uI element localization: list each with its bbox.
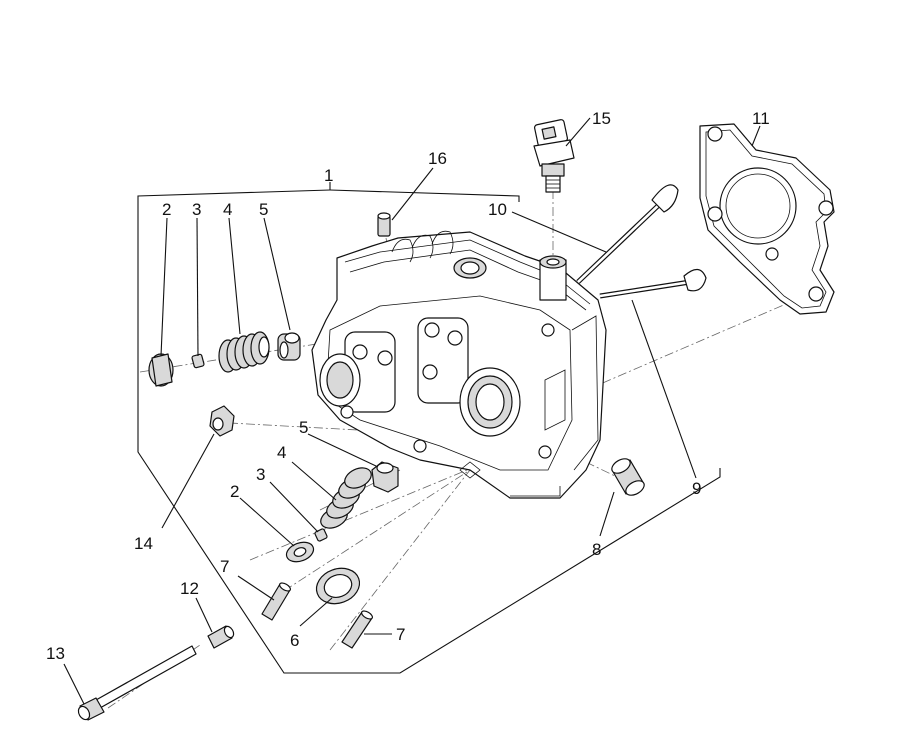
cylinder-head bbox=[311, 230, 607, 499]
callouts: 1 2 3 4 5 16 15 10 11 5 4 3 2 14 9 8 7 1… bbox=[46, 109, 770, 663]
callout-12: 12 bbox=[180, 579, 199, 598]
callout-16: 16 bbox=[428, 149, 447, 168]
valve-10 bbox=[576, 184, 679, 284]
bushing-8 bbox=[611, 458, 645, 496]
dowel-16 bbox=[377, 212, 391, 237]
nut-14 bbox=[209, 405, 235, 437]
dowel-pins-7 bbox=[261, 582, 374, 649]
callout-3-lower: 3 bbox=[256, 465, 265, 484]
head-gasket-11 bbox=[699, 123, 835, 315]
callout-5-lower: 5 bbox=[299, 418, 308, 437]
sleeve-12 bbox=[207, 625, 235, 649]
stud-bolt-13 bbox=[77, 645, 197, 721]
callout-1: 1 bbox=[324, 166, 333, 185]
assembly-bracket bbox=[137, 182, 721, 674]
callout-10: 10 bbox=[488, 200, 507, 219]
temperature-sensor-15 bbox=[533, 119, 575, 193]
leader-lines bbox=[63, 117, 761, 705]
o-ring-6 bbox=[315, 567, 361, 605]
callout-8: 8 bbox=[592, 540, 601, 559]
callout-2-lower: 2 bbox=[230, 482, 239, 501]
callout-6: 6 bbox=[290, 631, 299, 650]
callout-4-lower: 4 bbox=[277, 443, 286, 462]
valve-9 bbox=[599, 268, 707, 299]
callout-15: 15 bbox=[592, 109, 611, 128]
callout-5-upper: 5 bbox=[259, 200, 268, 219]
callout-7-right: 7 bbox=[396, 625, 405, 644]
callout-4-upper: 4 bbox=[223, 200, 232, 219]
callout-2-upper: 2 bbox=[162, 200, 171, 219]
callout-13: 13 bbox=[46, 644, 65, 663]
callout-9: 9 bbox=[692, 479, 701, 498]
callout-3-upper: 3 bbox=[192, 200, 201, 219]
callout-11: 11 bbox=[752, 109, 770, 128]
valve-train-lower bbox=[285, 461, 399, 563]
valve-train-upper bbox=[148, 331, 301, 387]
callout-7-left: 7 bbox=[220, 557, 229, 576]
callout-14: 14 bbox=[134, 534, 153, 553]
